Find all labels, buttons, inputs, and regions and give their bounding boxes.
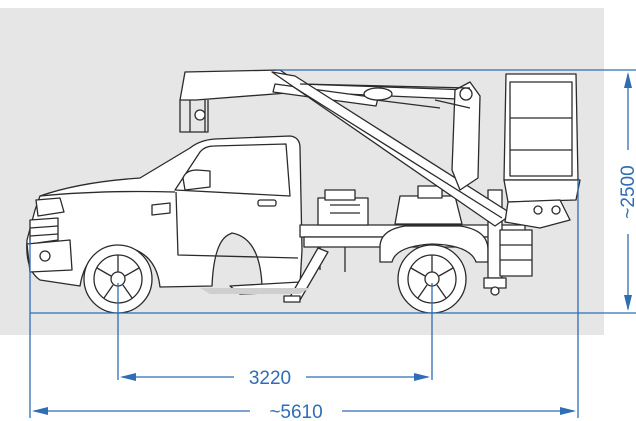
overall-length-label: ~5610: [269, 402, 322, 421]
headlight: [35, 197, 65, 217]
generator-unit: [317, 197, 369, 226]
ground-shadow: [200, 288, 310, 294]
rear-wheel: [397, 244, 467, 314]
hood-line: [39, 190, 176, 197]
side-mirror: [182, 169, 211, 191]
front-wheel: [83, 244, 153, 314]
wheelbase-label: 3220: [249, 368, 291, 389]
turntable-pedestal: [394, 195, 463, 225]
grille: [29, 217, 59, 245]
platform-basket: [503, 73, 579, 181]
jib-arm: [451, 81, 481, 191]
overall-height-label: ~2500: [618, 165, 636, 218]
truck-with-aerial-platform: [26, 69, 581, 303]
rear-box: [499, 229, 533, 277]
fog-light: [39, 250, 51, 262]
door-handle: [257, 199, 277, 207]
door-line: [175, 191, 299, 259]
rear-fender: [379, 225, 489, 263]
fender-vent: [151, 202, 171, 216]
